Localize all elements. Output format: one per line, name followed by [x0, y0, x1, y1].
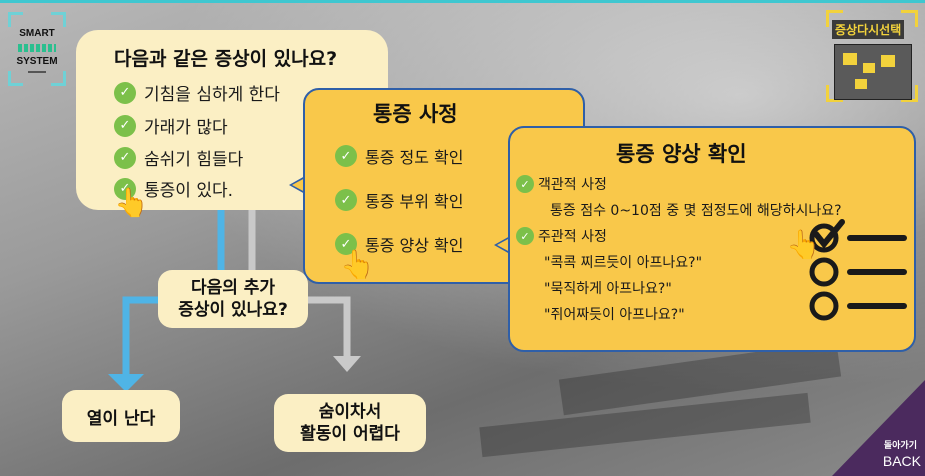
- symptom-item-label: 기침을 심하게 한다: [144, 85, 280, 105]
- thumbnail-tile: [855, 79, 867, 89]
- thumbnail-title: 증상다시선택: [832, 20, 905, 39]
- thumbnail-tile: [843, 53, 857, 65]
- symptom-item[interactable]: ✓ 기침을 심하게 한다: [114, 80, 280, 105]
- symptom-question-title: 다음과 같은 증상이 있나요?: [114, 48, 338, 70]
- check-icon: ✓: [114, 146, 136, 169]
- option-breathless-line: 활동이 어렵다: [300, 424, 400, 444]
- top-accent-line: [0, 0, 925, 3]
- thumbnail-tile: [881, 55, 895, 67]
- pain-item[interactable]: ✓ 통증 정도 확인: [335, 144, 464, 168]
- logo-underline: [28, 71, 46, 73]
- option-breathless[interactable]: 숨이차서 활동이 어렵다: [274, 394, 426, 452]
- option-fever-label: 열이 난다: [86, 408, 156, 429]
- question-line: 다음의 추가: [190, 278, 276, 298]
- objective-question: 통증 점수 0~10점 중 몇 점정도에 해당하시나요?: [550, 203, 842, 219]
- check-icon: ✓: [335, 189, 357, 211]
- check-icon: ✓: [335, 233, 357, 255]
- pointer-hand-icon: 👆: [786, 228, 821, 261]
- option-fever[interactable]: 열이 난다: [62, 390, 180, 442]
- additional-symptom-question: 다음의 추가 증상이 있나요?: [158, 270, 308, 328]
- pain-item-pattern[interactable]: ✓ 통증 양상 확인: [335, 232, 464, 256]
- pain-assessment-title: 통증 사정: [373, 102, 458, 126]
- pain-item-label: 통증 부위 확인: [365, 192, 464, 211]
- bubble-tail: [494, 236, 510, 254]
- subjective-assessment: ✓ 주관적 사정: [516, 226, 607, 246]
- logo-corner: [8, 12, 23, 27]
- symptom-item-label: 숨쉬기 힘들다: [144, 150, 244, 170]
- pointer-hand-icon: 👆: [114, 186, 149, 219]
- subjective-item: "쥐어짜듯이 아프나요?": [544, 307, 685, 323]
- objective-assessment: ✓ 객관적 사정: [516, 174, 607, 194]
- back-label-english: BACK: [882, 453, 921, 469]
- check-icon: ✓: [114, 81, 136, 104]
- pain-pattern-title: 통증 양상 확인: [616, 142, 747, 166]
- logo-corner: [51, 71, 66, 86]
- symptom-item-pain[interactable]: ✓ 통증이 있다.: [114, 176, 233, 201]
- thumbnail-corner: [826, 85, 843, 102]
- blue-arrow-head: [108, 374, 144, 392]
- symptom-item-label: 통증이 있다.: [144, 181, 234, 201]
- objective-label: 객관적 사정: [538, 177, 607, 193]
- reselect-symptom-thumbnail[interactable]: 증상다시선택: [826, 10, 918, 102]
- symptom-item-label: 가래가 많다: [144, 118, 228, 138]
- pain-item-label: 통증 양상 확인: [365, 236, 464, 255]
- check-icon: ✓: [516, 175, 534, 193]
- logo-text-smart: SMART: [19, 28, 55, 39]
- pain-item[interactable]: ✓ 통증 부위 확인: [335, 188, 464, 212]
- thumbnail-image: [834, 44, 912, 100]
- logo-corner: [51, 12, 66, 27]
- back-triangle: [832, 380, 925, 476]
- subjective-item: "묵직하게 아프나요?": [544, 281, 672, 297]
- thumbnail-corner: [901, 85, 918, 102]
- logo-corner: [8, 71, 23, 86]
- thumbnail-corner: [826, 10, 843, 27]
- check-icon: ✓: [114, 114, 136, 137]
- thumbnail-corner: [901, 10, 918, 27]
- back-label-korean: 돌아가기: [883, 441, 917, 451]
- check-icon: ✓: [335, 145, 357, 167]
- symptom-item[interactable]: ✓ 숨쉬기 힘들다: [114, 145, 243, 170]
- back-button[interactable]: 돌아가기 BACK: [832, 380, 925, 476]
- logo: SMART SYSTEM: [8, 12, 66, 86]
- option-breathless-line: 숨이차서: [318, 402, 382, 422]
- check-icon: ✓: [114, 177, 136, 200]
- question-line: 증상이 있나요?: [178, 300, 288, 320]
- pointer-hand-icon: 👆: [340, 248, 375, 281]
- bubble-tail: [289, 176, 305, 194]
- pain-item-label: 통증 정도 확인: [365, 148, 464, 167]
- check-icon: ✓: [516, 227, 534, 245]
- checklist-icon: [809, 219, 907, 321]
- thumbnail-tile: [863, 63, 875, 73]
- logo-pattern: [18, 44, 56, 52]
- logo-text-system: SYSTEM: [16, 56, 58, 67]
- symptom-item[interactable]: ✓ 가래가 많다: [114, 113, 228, 138]
- grey-arrow-head: [333, 356, 361, 372]
- subjective-label: 주관적 사정: [538, 229, 607, 245]
- subjective-item: "콕콕 찌르듯이 아프나요?": [544, 255, 703, 271]
